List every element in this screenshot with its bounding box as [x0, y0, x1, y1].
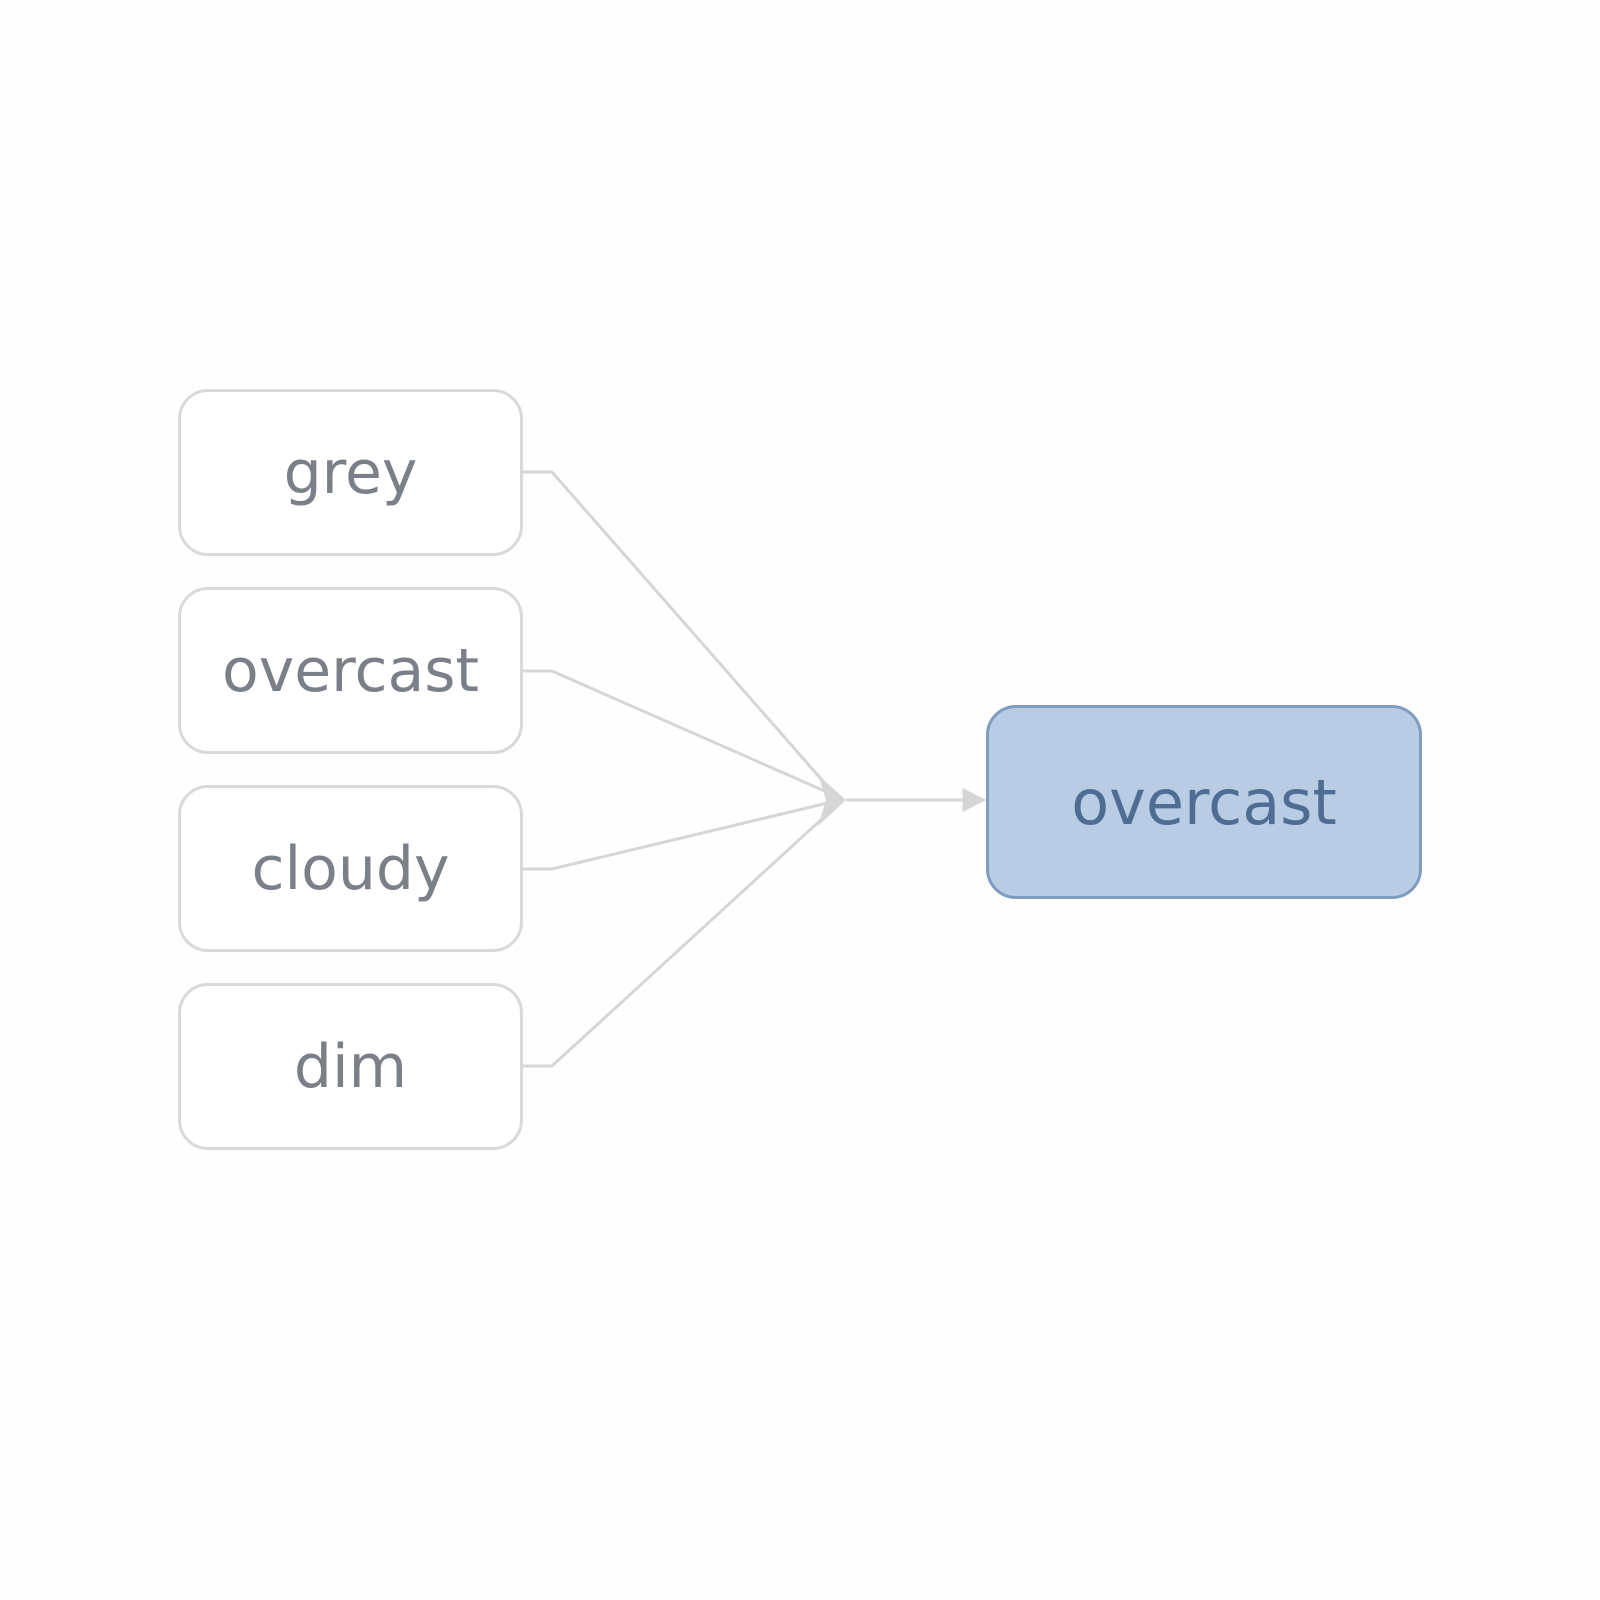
- input-node-cloudy: cloudy: [178, 785, 523, 952]
- connector-grey: [523, 470, 838, 797]
- input-node-label: dim: [293, 1031, 408, 1102]
- connector-cloudy: [523, 799, 837, 871]
- connector-overcast: [523, 669, 837, 798]
- input-node-label: grey: [283, 437, 418, 508]
- output-node: overcast: [986, 705, 1422, 899]
- input-node-overcast: overcast: [178, 587, 523, 754]
- input-node-dim: dim: [178, 983, 523, 1150]
- input-node-grey: grey: [178, 389, 523, 556]
- connector-dim: [523, 804, 838, 1068]
- merge-arrowhead: [818, 775, 846, 826]
- input-node-label: cloudy: [251, 833, 450, 904]
- output-node-label: overcast: [1071, 765, 1337, 839]
- input-node-label: overcast: [221, 635, 480, 706]
